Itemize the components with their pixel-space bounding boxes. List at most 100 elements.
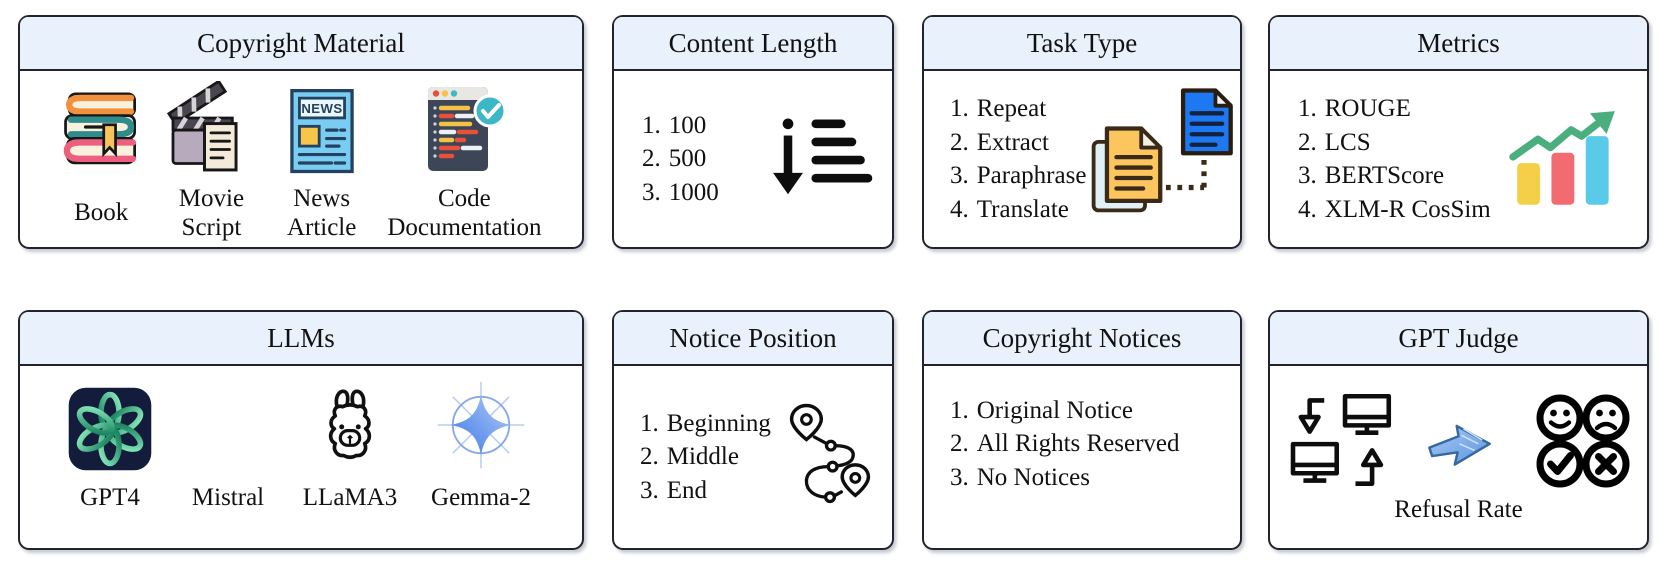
panel-header: Metrics: [1270, 17, 1647, 71]
panel-body: 1.Original Notice 2.All Rights Reserved …: [924, 366, 1240, 548]
list-item: All Rights Reserved: [976, 430, 1180, 458]
copyright-notices-list: 1.Original Notice 2.All Rights Reserved …: [950, 394, 1180, 495]
books-icon: [51, 77, 151, 181]
list-item: Translate: [976, 195, 1069, 223]
panel-header: Copyright Notices: [924, 312, 1240, 366]
metrics-list: 1.ROUGE 2.LCS 3.BERTScore 4.XLM-R CosSim: [1298, 92, 1491, 226]
material-news-article: NEWS News Article: [269, 77, 375, 245]
list-num: 2.: [640, 443, 659, 471]
material-book: Book: [48, 77, 154, 245]
panel-title: Metrics: [1417, 27, 1500, 58]
list-num: 1.: [950, 95, 969, 122]
sketch-arrow-icon: [1425, 408, 1511, 474]
panel-title: Content Length: [668, 27, 838, 58]
panel-body: 1.ROUGE 2.LCS 3.BERTScore 4.XLM-R CosSim: [1270, 71, 1647, 247]
list-num: 1.: [640, 409, 659, 437]
list-item: Beginning: [666, 409, 771, 437]
llm-label: GPT4: [80, 483, 140, 511]
route-pins-icon: [782, 393, 878, 521]
list-num: 2.: [642, 145, 661, 173]
panel-header: LLMs: [20, 312, 582, 366]
bar-chart-growth-icon: [1507, 107, 1625, 211]
gpt-judge-icons: [1285, 390, 1633, 492]
list-item: No Notices: [976, 463, 1090, 491]
panel-task-type: Task Type 1. Repeat 2.Extract 3. Paraphras…: [922, 15, 1242, 249]
llm-gpt4: GPT4: [58, 376, 162, 512]
content-length-list: 1.100 2.500 3.1000: [642, 109, 719, 210]
panel-body: Refusal Rate: [1270, 366, 1647, 548]
list-item: 1000: [668, 178, 719, 206]
list-item: Original Notice: [976, 396, 1133, 424]
computers-exchange-icon: [1285, 390, 1403, 492]
panel-llms: LLMs: [18, 310, 584, 550]
llm-label: Gemma-2: [431, 483, 531, 511]
panel-title: Task Type: [1026, 27, 1138, 58]
panel-title: LLMs: [267, 322, 335, 353]
llm-mistral: Mistral: [176, 376, 280, 512]
panel-gpt-judge: GPT Judge: [1268, 310, 1649, 550]
list-num: 3.: [640, 476, 659, 504]
list-item: XLM-R CosSim: [1324, 195, 1491, 223]
list-num: 3.: [642, 178, 661, 206]
list-num: 4.: [950, 195, 969, 223]
panel-header: Notice Position: [614, 312, 892, 366]
movie-clapperboard-icon: [160, 77, 262, 181]
document-transfer-icon: [1086, 79, 1244, 239]
panel-header: Copyright Material: [20, 17, 582, 71]
list-item: Extract: [976, 128, 1049, 156]
list-num: 4.: [1298, 195, 1317, 223]
panel-copyright-material: Copyright Material Book: [18, 15, 584, 249]
panel-copyright-notices: Copyright Notices 1.Original Notice 2.Al…: [922, 310, 1242, 550]
list-item: End: [666, 476, 708, 504]
material-label: Book: [74, 199, 129, 227]
panel-title: GPT Judge: [1398, 322, 1519, 353]
material-movie-script: Movie Script: [154, 77, 268, 245]
list-item: LCS: [1324, 128, 1371, 156]
openai-logo-icon: [67, 376, 153, 472]
llm-label: LLaMA3: [302, 483, 398, 511]
material-label: Movie Script: [178, 184, 245, 242]
panel-notice-position: Notice Position 1.Beginning 2.Middle 3.E…: [612, 310, 894, 550]
panel-content-length: Content Length 1.100 2.500 3.1000: [612, 15, 894, 249]
list-item: Repeat: [976, 95, 1047, 122]
list-item: Middle: [666, 443, 739, 471]
panel-header: Task Type: [924, 17, 1240, 71]
panel-body: 1. Repeat 2.Extract 3. Paraphrase 4.Transl…: [924, 71, 1240, 247]
newspaper-icon: NEWS: [275, 77, 369, 181]
material-label: Code Documentation: [387, 184, 542, 242]
llm-label: Mistral: [191, 483, 265, 511]
list-item: Paraphrase: [976, 162, 1087, 189]
list-num: 1.: [642, 111, 661, 139]
list-item: ROUGE: [1324, 95, 1411, 122]
panel-body: GPT4 Mistral: [20, 366, 582, 548]
panel-body: 1.100 2.500 3.1000: [614, 71, 892, 247]
llm-llama3: LLaMA3: [294, 376, 406, 512]
news-icon-text: NEWS: [301, 101, 342, 116]
material-label: News Article: [286, 184, 357, 242]
task-type-list: 1. Repeat 2.Extract 3. Paraphrase 4.Transl…: [950, 92, 1086, 226]
list-num: 1.: [950, 396, 969, 424]
panel-metrics: Metrics 1.ROUGE 2.LCS 3.BERTScore 4.XLM-…: [1268, 15, 1649, 249]
list-num: 1.: [1298, 95, 1317, 122]
faces-verdict-icon: [1533, 391, 1633, 491]
panel-header: Content Length: [614, 17, 892, 71]
length-sort-icon: [766, 111, 874, 207]
llm-gemma2: Gemma-2: [420, 376, 542, 512]
list-num: 2.: [950, 128, 969, 156]
list-item: 100: [668, 111, 707, 139]
panel-body: 1.Beginning 2.Middle 3.End: [614, 366, 892, 548]
list-num: 3.: [1298, 162, 1317, 189]
code-window-icon: [414, 77, 514, 181]
list-item: BERTScore: [1324, 162, 1445, 189]
refusal-rate-label: Refusal Rate: [1394, 496, 1523, 523]
material-code-documentation: Code Documentation: [375, 77, 554, 245]
notice-position-list: 1.Beginning 2.Middle 3.End: [640, 407, 771, 508]
list-item: 500: [668, 145, 707, 173]
gemma-sparkle-icon: [434, 376, 528, 472]
panel-title: Copyright Notices: [982, 322, 1182, 353]
llama-icon: [304, 376, 396, 472]
panel-title: Notice Position: [669, 322, 837, 353]
list-num: 3.: [950, 463, 969, 491]
list-num: 3.: [950, 162, 969, 189]
